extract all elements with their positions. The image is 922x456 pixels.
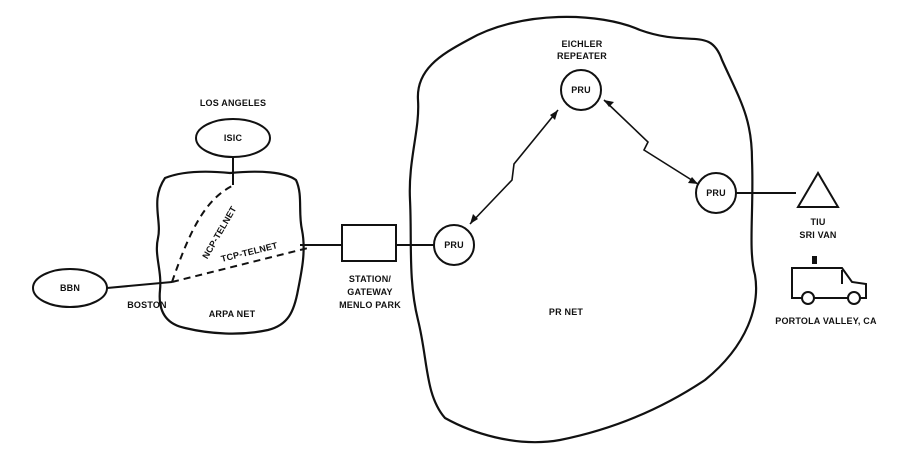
label-pru-left: PRU	[444, 240, 464, 250]
label-sri-van: SRI VAN	[799, 230, 836, 240]
radio-link-left-top	[469, 109, 559, 225]
label-eichler-1: EICHLER	[562, 39, 603, 49]
pru-top-node	[560, 69, 602, 111]
pr-net-cloud	[408, 15, 758, 444]
pru-left-node	[433, 224, 475, 266]
label-boston: BOSTON	[127, 300, 167, 310]
label-station-2: GATEWAY	[347, 287, 392, 297]
label-pru-top: PRU	[571, 85, 591, 95]
ncp-telnet-path	[171, 185, 233, 283]
label-station-1: STATION/	[349, 274, 392, 284]
van-icon	[791, 256, 867, 305]
label-station-3: MENLO PARK	[339, 300, 401, 310]
label-pr-net: PR NET	[549, 307, 584, 317]
tiu-triangle	[796, 171, 840, 208]
arpa-net-cloud	[155, 170, 305, 335]
station-gateway-box	[341, 224, 397, 262]
label-arpa-net: ARPA NET	[209, 309, 256, 319]
label-tiu: TIU	[810, 217, 825, 227]
label-eichler-2: REPEATER	[557, 51, 607, 61]
label-pru-right: PRU	[706, 188, 726, 198]
radio-link-top-right	[603, 99, 699, 185]
label-portola-valley: PORTOLA VALLEY, CA	[775, 316, 877, 326]
label-isic: ISIC	[224, 133, 243, 143]
bbn-link	[106, 281, 173, 289]
label-los-angeles: LOS ANGELES	[200, 98, 266, 108]
label-bbn: BBN	[60, 283, 80, 293]
